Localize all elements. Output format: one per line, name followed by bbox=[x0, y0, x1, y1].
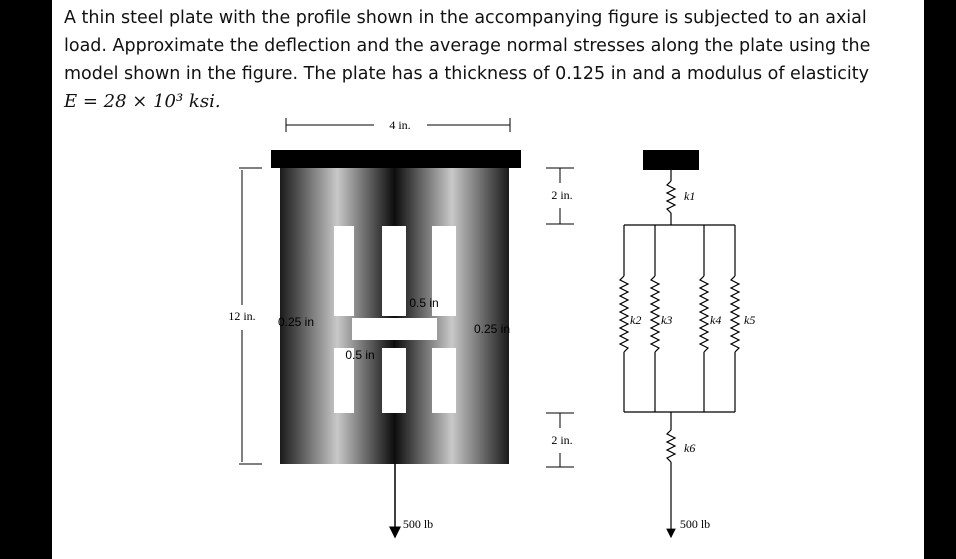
label-k6: k6 bbox=[684, 441, 695, 455]
spring-model bbox=[618, 150, 741, 539]
figure: 4 in. 12 in. 2 in. 2 in. 0.25 in 0.5 in … bbox=[228, 118, 755, 539]
spring-k1 bbox=[665, 180, 677, 214]
top-support bbox=[271, 150, 521, 168]
gap-4 bbox=[334, 348, 354, 413]
spring-k5 bbox=[729, 275, 741, 353]
modulus-equation: E = 28 × 10³ ksi. bbox=[64, 91, 221, 112]
gap-3 bbox=[432, 226, 456, 316]
page: A thin steel plate with the profile show… bbox=[52, 0, 924, 559]
problem-statement: A thin steel plate with the profile show… bbox=[64, 4, 904, 116]
label-k5: k5 bbox=[744, 313, 755, 327]
model-support bbox=[643, 150, 699, 170]
dimensions bbox=[239, 118, 574, 468]
label-k2: k2 bbox=[630, 313, 641, 327]
gap-5 bbox=[382, 348, 406, 413]
label-k1: k1 bbox=[684, 189, 695, 203]
gap-1 bbox=[334, 226, 354, 316]
gap-2 bbox=[382, 226, 406, 316]
top-length-label: 2 in. bbox=[551, 188, 572, 202]
gap-top-label: 0.5 in bbox=[409, 296, 438, 310]
load-plate-label: 500 lb bbox=[403, 517, 433, 531]
width-label: 4 in. bbox=[389, 118, 410, 132]
left-strip-label: 0.25 in bbox=[278, 315, 314, 329]
label-k4: k4 bbox=[710, 313, 721, 327]
gap-6 bbox=[432, 348, 456, 413]
load-model-label: 500 lb bbox=[680, 517, 710, 531]
height-label: 12 in. bbox=[228, 309, 255, 323]
middle-gap bbox=[352, 318, 437, 340]
steel-plate bbox=[271, 150, 521, 539]
problem-text: A thin steel plate with the profile show… bbox=[64, 8, 871, 84]
label-k3: k3 bbox=[661, 313, 672, 327]
spring-k3 bbox=[649, 275, 661, 353]
right-strip-label: 0.25 in bbox=[474, 322, 510, 336]
bottom-length-label: 2 in. bbox=[551, 433, 572, 447]
gap-left-label: 0.5 in bbox=[345, 348, 374, 362]
spring-k2 bbox=[618, 275, 630, 353]
spring-k6 bbox=[665, 429, 677, 463]
spring-k4 bbox=[698, 275, 710, 353]
